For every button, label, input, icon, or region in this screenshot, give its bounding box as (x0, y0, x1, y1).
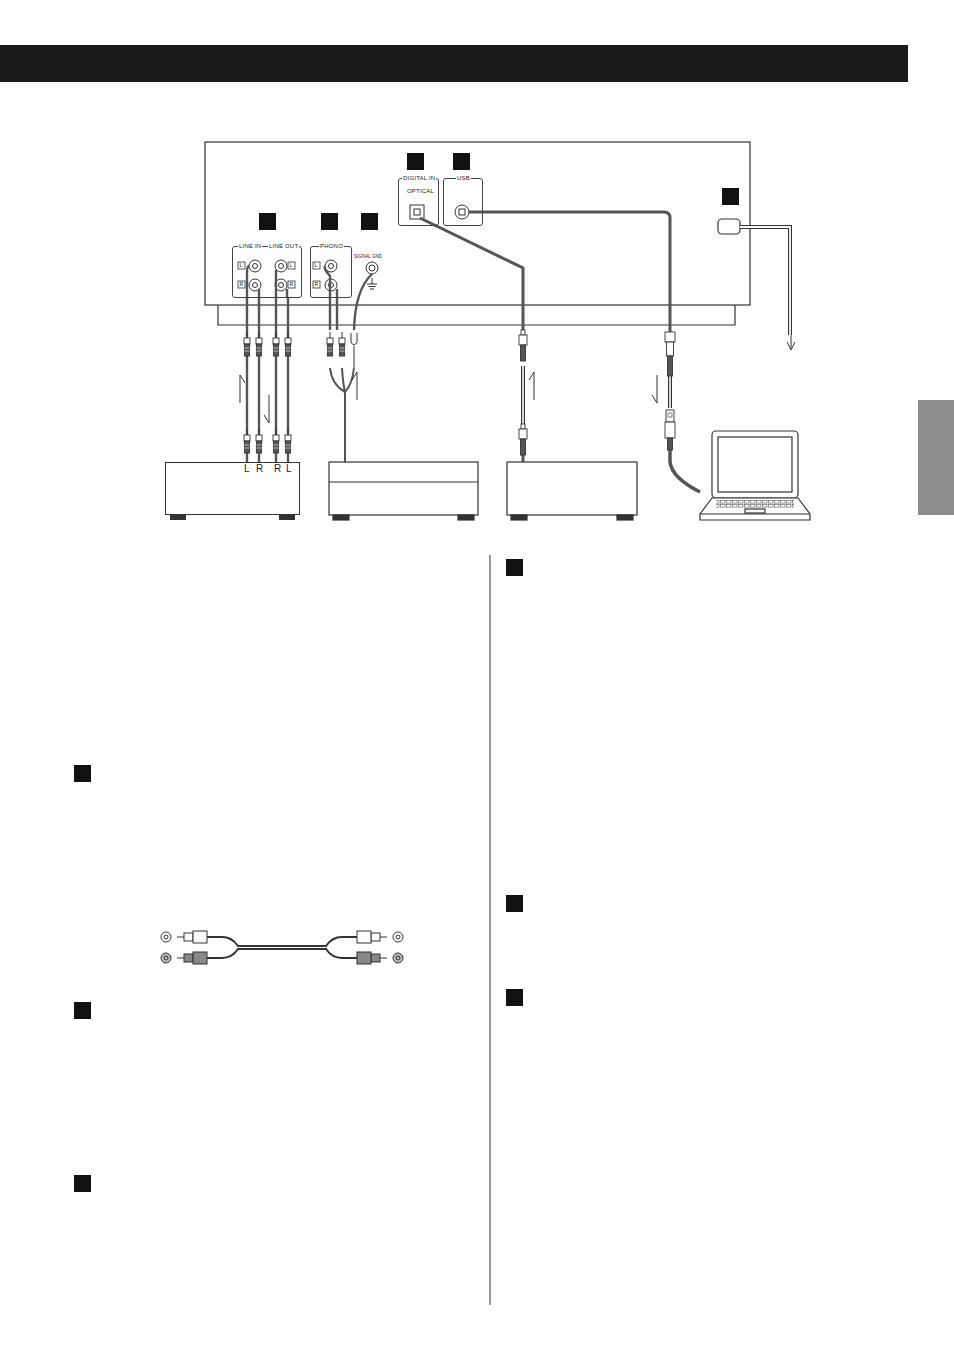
channel-marker: R (240, 282, 244, 287)
jack-marker (238, 262, 320, 288)
direction-arrow (352, 372, 657, 403)
channel-marker: R (315, 282, 319, 287)
optical-plug (519, 330, 527, 455)
optical-cable (420, 218, 523, 462)
rca-plug (244, 332, 345, 453)
terminal-label: SIGNAL GND (354, 255, 382, 260)
terminal-label: PHONO (319, 243, 344, 249)
terminal-group: USB (443, 178, 483, 226)
side-tab (918, 400, 954, 515)
usb-jack (459, 209, 465, 215)
channel-marker: R (290, 282, 294, 287)
power-cord (718, 219, 795, 350)
terminal-group: DIGITAL IN OPTICAL (398, 178, 439, 226)
channel-marker: L (315, 263, 318, 268)
channel-marker: L (240, 263, 243, 268)
turntable (329, 462, 478, 520)
terminal-group: LINE IN LINE OUT (232, 246, 302, 298)
terminal-label: USB (456, 175, 471, 181)
amplifier-foot (170, 515, 295, 520)
channel-label: R (274, 464, 281, 474)
channel-label: R (256, 464, 263, 474)
terminal-group: PHONO (310, 246, 352, 298)
header-bar (0, 45, 908, 82)
rear-panel (205, 142, 750, 325)
terminal-label: OPTICAL (406, 188, 435, 194)
channel-label: L (244, 464, 250, 474)
terminal-label: DIGITAL IN (402, 175, 436, 181)
laptop (700, 431, 810, 520)
usb-jack (455, 205, 469, 219)
optical-jack (414, 209, 420, 215)
rca-jack (249, 260, 337, 291)
terminal-label: LINE OUT (268, 243, 299, 249)
column-divider (490, 555, 491, 1305)
channel-label: L (286, 464, 292, 474)
phono-cable (325, 266, 372, 462)
rca-cable (264, 298, 288, 462)
optical-jack (410, 205, 424, 219)
channel-marker: L (290, 263, 293, 268)
callout-square (74, 153, 739, 1192)
spade-lug (351, 333, 357, 368)
digital-source (507, 462, 637, 520)
usb-cable (469, 212, 700, 492)
terminal-label: LINE IN (238, 243, 262, 249)
usb-plug (665, 332, 675, 450)
line-cable (247, 266, 287, 298)
rca-cable-illustration (161, 931, 403, 964)
amplifier: LRRL (165, 462, 300, 515)
